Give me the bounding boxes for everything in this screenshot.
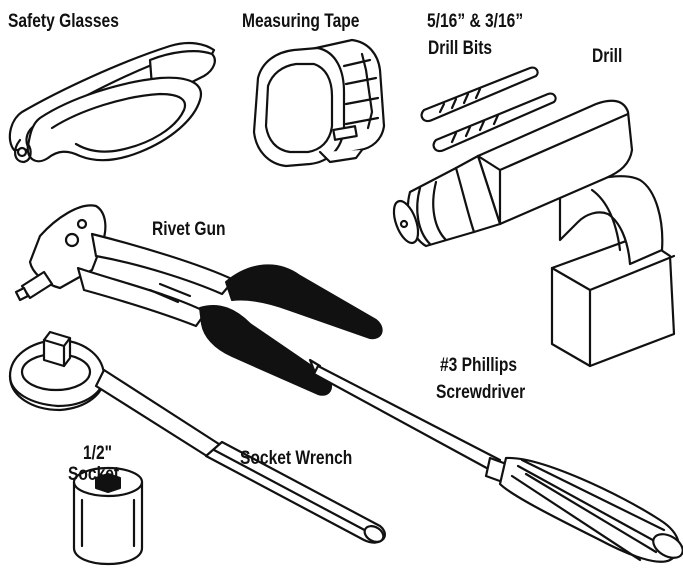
label-socket-line2: Socket <box>68 464 120 485</box>
label-drill-bits-line2: Drill Bits <box>428 38 493 59</box>
screwdriver-drawing <box>308 358 683 563</box>
label-measuring-tape: Measuring Tape <box>242 11 360 32</box>
measuring-tape-drawing <box>252 38 386 168</box>
label-rivet-gun: Rivet Gun <box>152 219 226 240</box>
label-drill: Drill <box>592 46 623 67</box>
label-phillips-line2: Screwdriver <box>436 382 526 403</box>
label-safety-glasses: Safety Glasses <box>8 11 119 32</box>
drill-drawing <box>392 99 676 368</box>
rivet-gun-drawing <box>14 204 383 396</box>
safety-glasses-drawing <box>8 41 216 164</box>
label-socket-line1: 1/2" <box>83 443 113 464</box>
drill-bits-drawing <box>420 66 557 153</box>
label-socket-wrench: Socket Wrench <box>240 448 353 469</box>
socket-wrench-drawing <box>8 330 386 544</box>
label-phillips-line1: #3 Phillips <box>440 355 518 376</box>
label-drill-bits-line1: 5/16” & 3/16” <box>427 11 524 32</box>
socket-drawing <box>72 466 144 566</box>
